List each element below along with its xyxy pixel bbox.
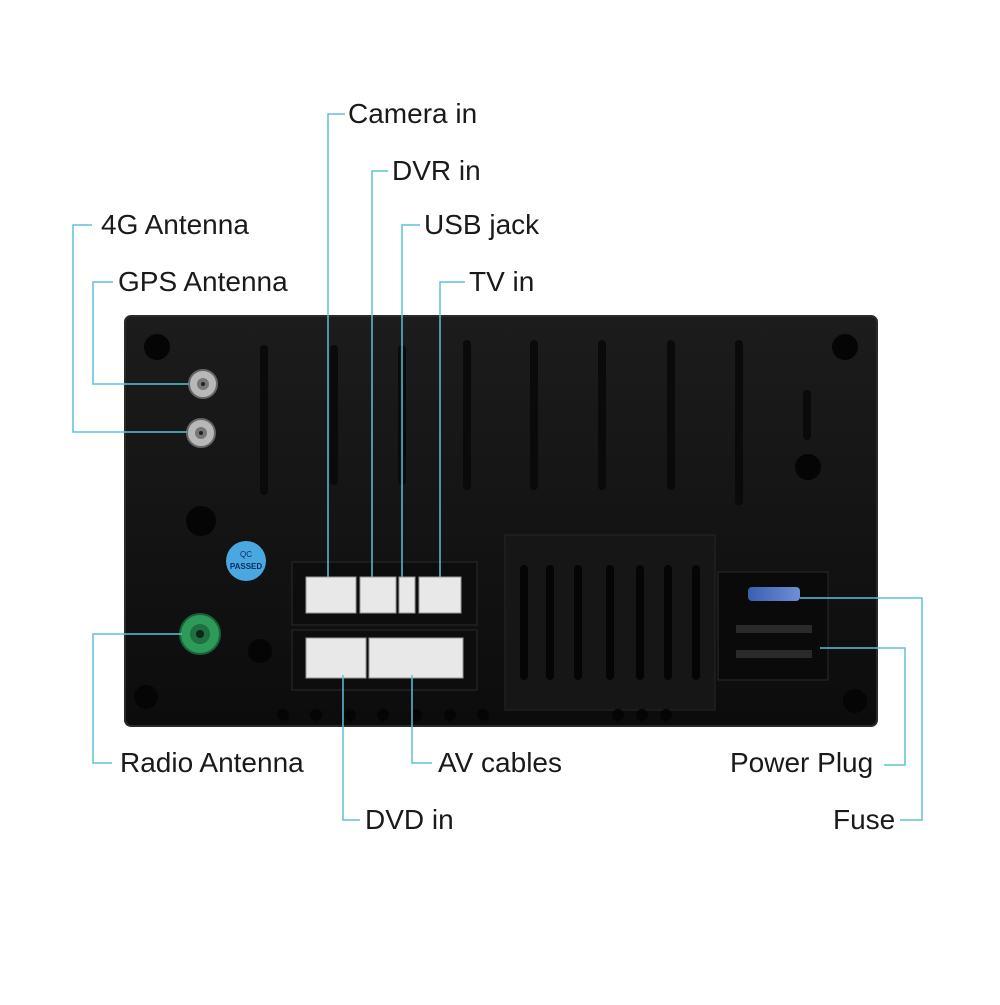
leader-lines [72,113,923,821]
lower-connectors [305,637,464,679]
leader-tv-in [439,281,465,577]
usb-jack-connector [398,576,416,614]
leader-gps-antenna [92,281,189,385]
mount-hole-lower-left [248,639,272,663]
camera-in-connector [305,576,357,614]
leader-dvd-in [342,675,360,821]
fuse [748,587,800,601]
sticker-line1: QC [240,550,252,559]
label-gps-antenna: GPS Antenna [118,266,288,297]
leader-dvr-in [371,170,388,577]
leader-4g-antenna [72,224,187,433]
label-camera-in: Camera in [348,98,478,129]
label-4g-antenna: 4G Antenna [101,209,249,240]
heatsink-fins-lower [520,565,700,680]
leader-power-plug [820,647,906,766]
leader-fuse [800,597,923,821]
antenna-4g-jack [188,369,218,399]
label-dvr-in: DVR in [392,155,481,186]
label-radio-antenna: Radio Antenna [120,747,304,778]
leader-av-cables [411,675,432,764]
mount-hole-top-right [832,334,858,360]
dvd-in-connector [305,637,367,679]
heatsink-fins-upper [260,340,811,505]
av-cables-connector [368,637,464,679]
sticker-line2: PASSED [230,562,263,571]
label-tv-in: TV in [469,266,535,297]
dvr-in-connector [359,576,397,614]
mount-hole-bottom-left [134,685,158,709]
antenna-gps-jack [186,418,216,448]
bottom-studs [277,709,672,721]
mount-hole-right [795,454,821,480]
leader-camera-in [327,113,345,577]
label-power-plug: Power Plug [730,747,874,778]
label-usb-jack: USB jack [424,209,540,240]
leader-radio-antenna [92,633,182,764]
power-plug-pins [736,625,812,658]
mount-hole-bottom-right [843,689,867,713]
radio-antenna-jack [179,613,221,655]
tv-in-connector [418,576,462,614]
label-av-cables: AV cables [438,747,562,778]
leader-usb-jack [401,224,420,577]
upper-connectors [305,576,462,614]
mount-hole-top-left [144,334,170,360]
mount-hole-left [186,506,216,536]
label-dvd-in: DVD in [365,804,454,835]
qc-passed-sticker: QC PASSED [226,541,266,581]
label-fuse: Fuse [833,804,896,835]
